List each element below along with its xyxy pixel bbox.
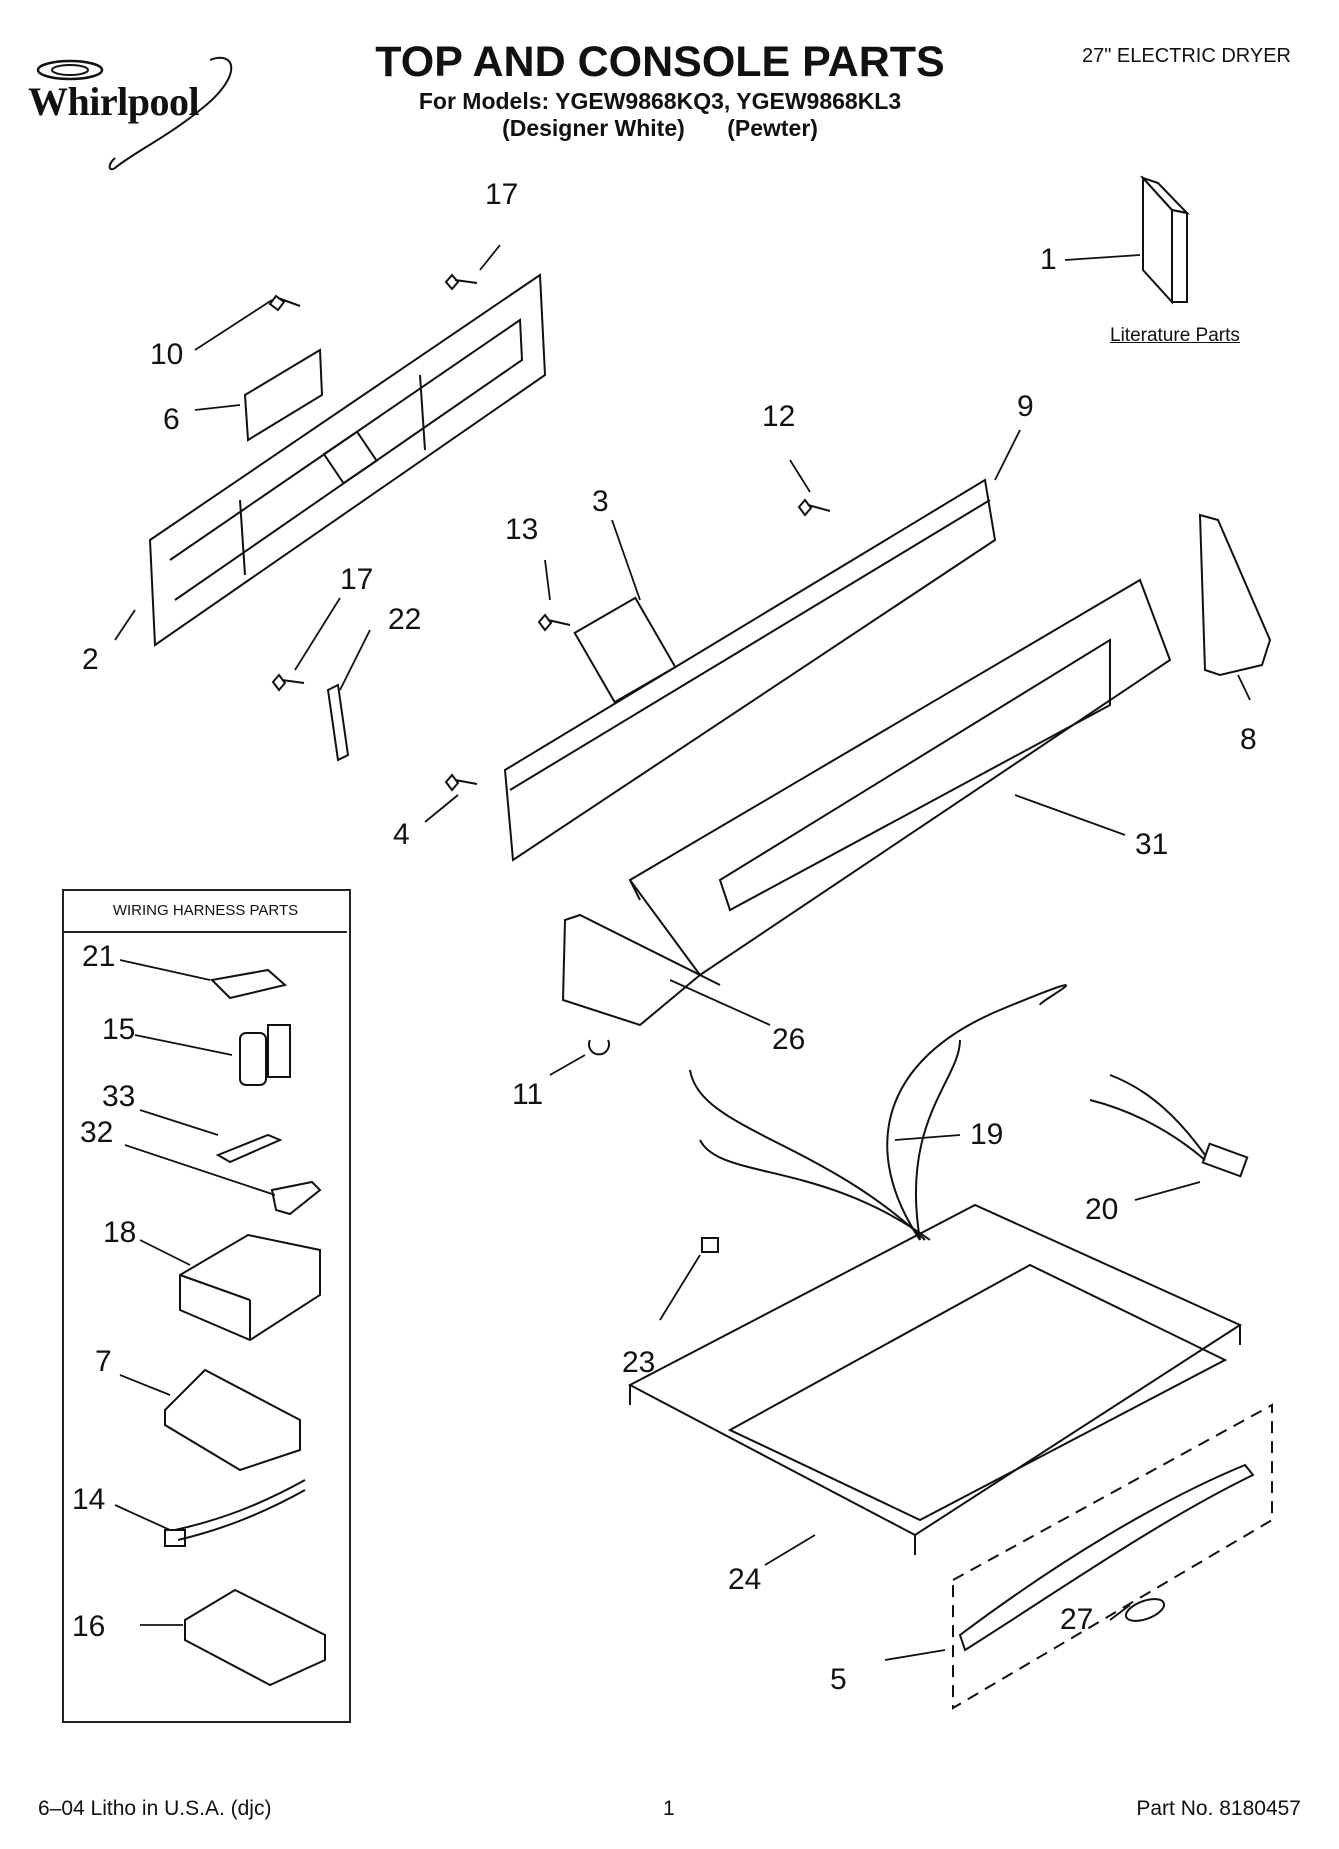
callout-17-top[interactable]: 17 [485,178,519,211]
callout-20[interactable]: 20 [1085,1193,1119,1226]
part-connector-7[interactable] [164,1368,301,1472]
part-end-cap-left[interactable] [561,913,702,1027]
callout-24[interactable]: 24 [728,1563,762,1596]
callout-7[interactable]: 7 [95,1345,112,1378]
part-terminal-33[interactable] [215,1133,283,1164]
callout-22[interactable]: 22 [388,603,422,636]
brand-logo: Whirlpool [28,79,200,124]
part-rear-control-panel[interactable] [148,273,547,647]
callout-15[interactable]: 15 [102,1013,136,1046]
part-tie-strap-14[interactable] [164,1479,306,1547]
callout-12[interactable]: 12 [762,400,796,433]
callout-1[interactable]: 1 [1040,243,1057,276]
callout-8[interactable]: 8 [1240,723,1257,756]
part-screw-4[interactable] [444,773,478,792]
callout-11[interactable]: 11 [512,1078,544,1111]
footer-print-info: 6–04 Litho in U.S.A. (djc) [38,1797,272,1820]
callout-4[interactable]: 4 [393,818,410,851]
callout-27[interactable]: 27 [1060,1603,1094,1636]
callout-13[interactable]: 13 [505,513,539,546]
product-type: 27" ELECTRIC DRYER [1081,45,1291,67]
part-clip-23[interactable] [701,1237,719,1253]
part-wire-harness-20[interactable] [1089,1074,1249,1178]
callout-6[interactable]: 6 [163,403,180,436]
part-console-panel[interactable] [628,578,1172,986]
part-connector-21[interactable] [209,968,288,1000]
whirlpool-swirl-icon [36,56,233,171]
callout-3[interactable]: 3 [592,485,609,518]
callout-26[interactable]: 26 [772,1023,806,1056]
page-number: 1 [663,1797,675,1820]
callout-16[interactable]: 16 [72,1610,106,1643]
part-number: Part No. 8180457 [1136,1797,1301,1820]
wiring-harness-title: WIRING HARNESS PARTS [64,891,347,933]
variant-designer-white: (Designer White) [502,115,685,141]
part-console-back[interactable] [503,478,997,862]
part-connector-16[interactable] [184,1588,326,1687]
part-screw-12[interactable] [797,498,831,517]
callout-10[interactable]: 10 [150,338,184,371]
leader-lines [114,244,1251,1661]
part-screw-13[interactable] [537,613,571,632]
part-end-cap-right[interactable] [1198,513,1272,677]
callout-17-lower[interactable]: 17 [340,563,374,596]
part-screw-17-top[interactable] [444,273,478,291]
callout-9[interactable]: 9 [1017,390,1034,423]
variant-pewter: (Pewter) [727,115,818,141]
part-screw-10[interactable] [268,294,301,312]
model-variants: (Designer White) (Pewter) [310,115,1010,142]
callout-19[interactable]: 19 [970,1118,1004,1151]
part-clip-11[interactable] [588,1039,610,1056]
part-bracket-6[interactable] [243,348,324,442]
callout-2[interactable]: 2 [82,643,99,676]
page-title: TOP AND CONSOLE PARTS [375,38,945,86]
part-clip-32[interactable] [270,1180,322,1216]
part-screw-17-lower[interactable] [271,673,305,692]
part-literature-book[interactable] [1139,175,1190,305]
literature-parts-label: Literature Parts [1110,325,1240,346]
callout-21[interactable]: 21 [82,940,116,973]
callout-18[interactable]: 18 [103,1216,137,1249]
part-badge-27[interactable] [1123,1595,1167,1626]
callout-33[interactable]: 33 [102,1080,136,1113]
part-trim-kit[interactable] [952,1403,1273,1710]
callout-31[interactable]: 31 [1135,828,1169,861]
callout-14[interactable]: 14 [72,1483,106,1516]
callout-32[interactable]: 32 [80,1116,114,1149]
part-connector-18[interactable] [179,1233,321,1342]
callout-5[interactable]: 5 [830,1663,847,1696]
part-clip-22[interactable] [326,683,350,762]
part-top-panel[interactable] [627,1203,1243,1555]
model-list: For Models: YGEW9868KQ3, YGEW9868KL3 [418,88,902,114]
callout-23[interactable]: 23 [622,1346,656,1379]
part-wire-harness-19[interactable] [689,984,1067,1241]
part-connector-15[interactable] [239,1024,291,1086]
wiring-harness-box [62,889,351,1723]
